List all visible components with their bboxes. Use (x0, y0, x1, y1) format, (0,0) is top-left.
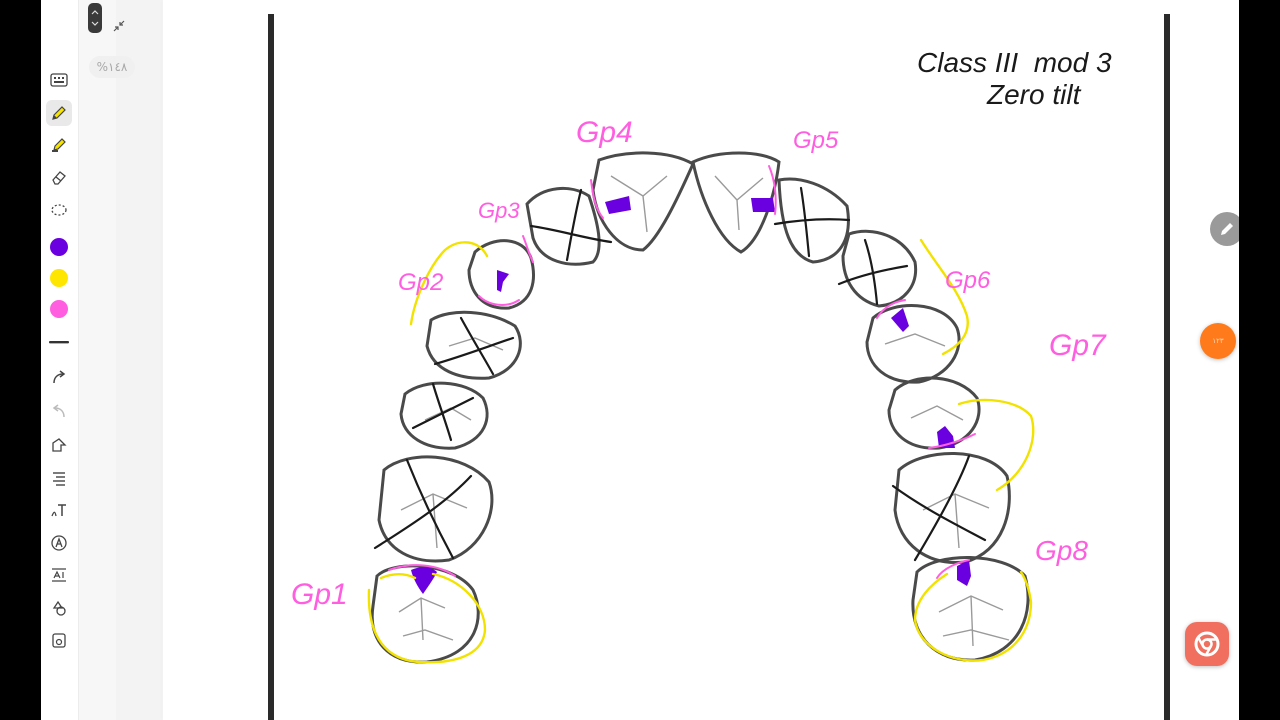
rest-seat (957, 560, 971, 586)
highlighter-icon[interactable] (46, 132, 72, 158)
keyboard-icon[interactable] (46, 67, 72, 93)
label-gp5: Gp5 (793, 127, 839, 154)
label-gp1: Gp1 (291, 578, 348, 611)
tooth (399, 381, 489, 450)
pink-labels: Gp4 Gp5 Gp3 Gp2 Gp6 Gp7 Gp8 Gp1 (291, 116, 1107, 611)
tooth (525, 186, 601, 266)
rest-seat (891, 308, 909, 332)
rest-seat (605, 196, 631, 214)
label-gp8: Gp8 (1035, 535, 1088, 566)
rest-seats (411, 196, 971, 594)
text-icon[interactable] (46, 497, 72, 523)
undo-icon[interactable] (46, 398, 72, 424)
yellow-ink-strokes (367, 238, 1035, 664)
label-gp2: Gp2 (398, 269, 443, 296)
lasso-icon[interactable] (46, 197, 72, 223)
color-swatch-yellow[interactable] (50, 269, 68, 287)
label-gp6: Gp6 (945, 267, 991, 294)
tooth (467, 239, 535, 310)
insert-image-icon[interactable] (46, 627, 72, 653)
heading-line-2: Zero tilt (986, 79, 1082, 110)
tooth (893, 452, 1011, 564)
tooth (591, 151, 695, 252)
page-gutter (116, 0, 162, 720)
note-app: %١٤٨ (41, 0, 1239, 720)
edit-pencil-button[interactable] (1210, 212, 1239, 246)
shape-icon[interactable] (46, 432, 72, 458)
tooth (425, 310, 522, 380)
color-swatch-purple[interactable] (50, 238, 68, 256)
text-size-icon[interactable] (46, 562, 72, 588)
dental-arch (370, 151, 1030, 664)
tooth (841, 229, 918, 308)
redo-icon[interactable] (46, 364, 72, 390)
rest-seat (751, 198, 775, 212)
missing-tooth-marks (373, 186, 987, 562)
label-gp3: Gp3 (478, 198, 520, 223)
tooth (865, 304, 961, 384)
chrome-icon (1194, 631, 1220, 657)
font-icon[interactable] (46, 530, 72, 556)
rest-seat (497, 270, 509, 292)
zoom-level[interactable]: %١٤٨ (89, 56, 135, 78)
tooth (887, 376, 981, 450)
heading-line-1: Class III mod 3 (917, 47, 1112, 78)
ink-canvas[interactable]: Gp4 Gp5 Gp3 Gp2 Gp6 Gp7 Gp8 Gp1 Class II… (163, 0, 1239, 720)
handwritten-heading: Class III mod 3 Zero tilt (917, 47, 1112, 110)
tooth (777, 177, 850, 264)
pen-icon[interactable] (46, 100, 72, 126)
page-number-button[interactable]: ١٢٣ (1200, 323, 1236, 359)
eraser-icon[interactable] (46, 164, 72, 190)
text-align-icon[interactable] (46, 465, 72, 491)
label-gp7: Gp7 (1049, 329, 1107, 362)
rest-seat (937, 426, 955, 448)
drawing-toolbar (41, 0, 79, 720)
scroll-handle[interactable] (88, 3, 102, 33)
color-swatch-pink[interactable] (50, 300, 68, 318)
pencil-icon (1221, 223, 1233, 235)
tooth (377, 455, 494, 563)
rest-seat (411, 567, 437, 594)
collapse-icon[interactable] (109, 16, 129, 36)
note-page[interactable]: Gp4 Gp5 Gp3 Gp2 Gp6 Gp7 Gp8 Gp1 Class II… (163, 0, 1239, 720)
pink-ink-strokes (388, 165, 976, 579)
label-gp4: Gp4 (576, 116, 633, 149)
shapes-icon[interactable] (46, 595, 72, 621)
line-width-icon[interactable] (46, 329, 72, 355)
assistant-button[interactable] (1185, 622, 1229, 666)
tooth (691, 151, 781, 254)
